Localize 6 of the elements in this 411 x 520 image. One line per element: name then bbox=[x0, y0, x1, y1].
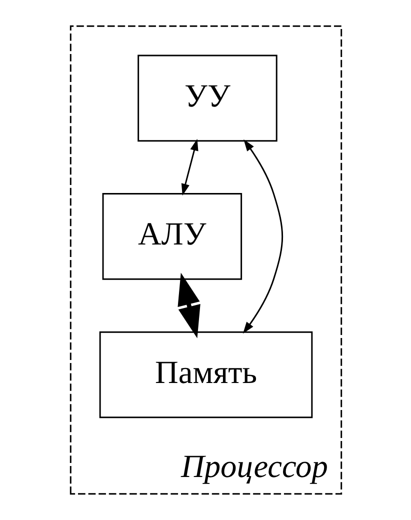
arrow bbox=[177, 272, 200, 338]
arrow bbox=[180, 138, 198, 196]
node-box: Память bbox=[98, 331, 312, 418]
node-box: АЛУ bbox=[102, 193, 242, 280]
arrow bbox=[242, 139, 283, 334]
node-box: УУ bbox=[137, 54, 277, 142]
